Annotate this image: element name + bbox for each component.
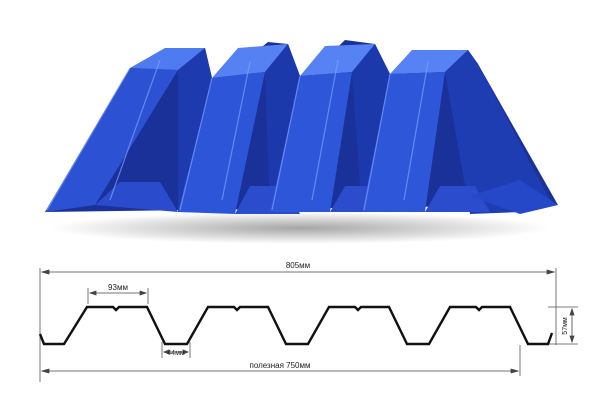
corrugated-sheet-illustration <box>45 40 558 244</box>
sheet-shadow <box>50 212 550 244</box>
height-label: 57мм <box>562 317 569 335</box>
sheet-crest-2 <box>212 44 288 78</box>
sheet-crest-1 <box>130 48 205 70</box>
dimension-lines <box>40 269 575 374</box>
crest-width-label: 93мм <box>108 283 128 292</box>
sheet-crest-4-left-face <box>362 72 445 212</box>
useful-width-label: полезная 750мм <box>250 361 311 370</box>
sheet-crest-2-left-face <box>178 72 265 214</box>
trapezoid-profile-line <box>38 305 554 346</box>
total-width-label: 805мм <box>286 261 310 270</box>
sheet-crest-3-left-face <box>270 72 352 212</box>
profile-drawing: 805мм 93мм 44мм полезная 750мм 57мм <box>38 261 578 382</box>
extension-lines <box>39 268 578 382</box>
sheet-valley-1 <box>95 182 178 212</box>
valley-width-label: 44мм <box>167 350 185 357</box>
sheet-valley-4 <box>425 186 490 212</box>
sheet-crest-4-right-face <box>445 50 550 214</box>
sheet-highlights <box>46 59 429 211</box>
sheet-crest-4 <box>390 50 468 74</box>
sheet-right-flange <box>470 180 558 214</box>
